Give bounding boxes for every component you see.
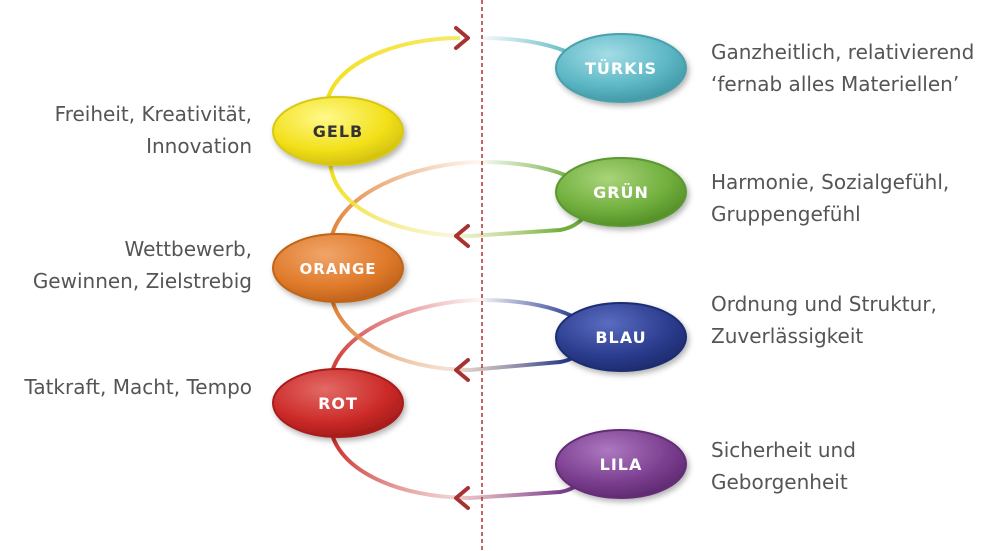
oval-label-lila: LILA (600, 455, 643, 474)
description-line: Zuverlässigkeit (711, 324, 864, 348)
description-orange: Wettbewerb, Gewinnen, Zielstrebig (33, 233, 252, 297)
oval-gelb (272, 96, 404, 166)
description-gelb: Freiheit, Kreativität, Innovation (55, 98, 252, 162)
description-line: Gruppengefühl (711, 202, 861, 226)
description-tuerkis: Ganzheitlich, relativierend ‘fernab alle… (711, 36, 974, 100)
arc-into-blau (481, 298, 581, 322)
description-line: Ganzheitlich, relativierend (711, 40, 975, 64)
oval-lila (555, 429, 687, 499)
chevron-right-icon (454, 26, 470, 50)
description-line: Freiheit, Kreativität, (54, 102, 252, 126)
oval-orange (272, 233, 404, 303)
chevron-left-icon (454, 224, 470, 248)
oval-blau (555, 302, 687, 372)
description-line: Harmonie, Sozialgefühl, (711, 170, 950, 194)
description-line: Gewinnen, Zielstrebig (32, 269, 252, 293)
description-lila: Sicherheit und Geborgenheit (711, 434, 856, 498)
description-line: Sicherheit und (711, 438, 856, 462)
description-line: Tatkraft, Macht, Tempo (24, 375, 252, 399)
oval-label-orange: ORANGE (299, 260, 376, 278)
oval-label-gelb: GELB (313, 122, 363, 141)
arc-gelb-to-gruen (328, 157, 587, 239)
description-gruen: Harmonie, Sozialgefühl, Gruppengefühl (711, 166, 949, 230)
chevron-left-icon (454, 486, 470, 510)
oval-label-gruen: GRÜN (593, 183, 649, 202)
description-line: Geborgenheit (711, 470, 848, 494)
arc-orange-to-gelb (328, 160, 483, 251)
oval-label-tuerkis: TÜRKIS (585, 59, 657, 78)
description-line: ‘fernab alles Materiellen’ (711, 72, 960, 96)
arc-gelb-to-tuerkis (324, 36, 461, 109)
description-line: Innovation (146, 134, 252, 158)
description-rot: Tatkraft, Macht, Tempo (24, 371, 252, 403)
oval-label-rot: ROT (318, 394, 358, 413)
chevron-left-icon (454, 358, 470, 382)
oval-tuerkis (555, 33, 687, 103)
description-line: Wettbewerb, (124, 237, 252, 261)
arc-rot-to-orange (328, 298, 483, 387)
oval-rot (272, 368, 404, 438)
oval-label-blau: BLAU (595, 328, 646, 347)
description-line: Ordnung und Struktur, (711, 292, 937, 316)
oval-gruen (555, 157, 687, 227)
description-blau: Ordnung und Struktur, Zuverlässigkeit (711, 288, 937, 352)
